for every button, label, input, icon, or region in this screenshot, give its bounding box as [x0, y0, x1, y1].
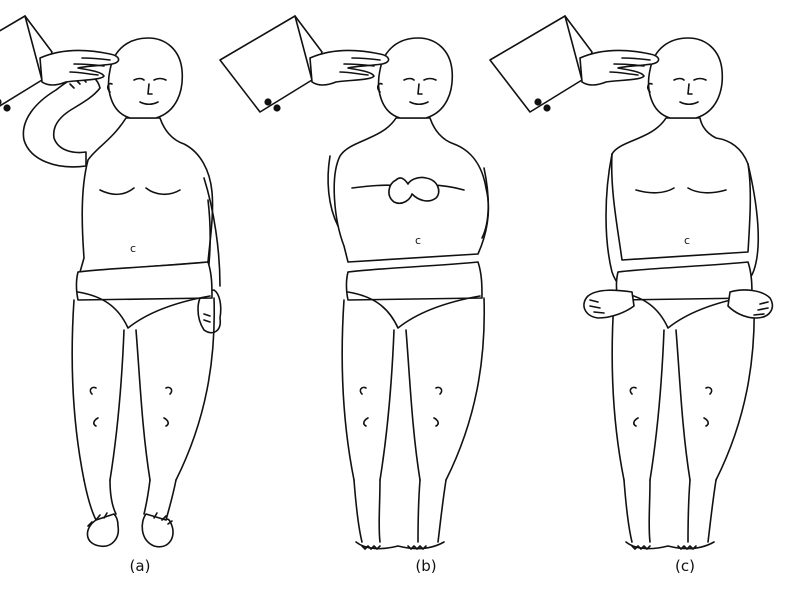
caption-a: (a): [110, 557, 170, 575]
navel-mark-c: c: [684, 234, 690, 247]
caption-b: (b): [396, 557, 456, 575]
panel-b-figure: [220, 16, 488, 549]
panel-c-figure: [490, 16, 758, 549]
panel-c-right-fist: [728, 290, 772, 318]
caption-c: (c): [655, 557, 715, 575]
navel-mark-a: c: [130, 242, 136, 255]
navel-mark-b: c: [415, 234, 421, 247]
panel-c-left-fist: [584, 290, 634, 318]
panel-a-figure: [0, 16, 221, 547]
